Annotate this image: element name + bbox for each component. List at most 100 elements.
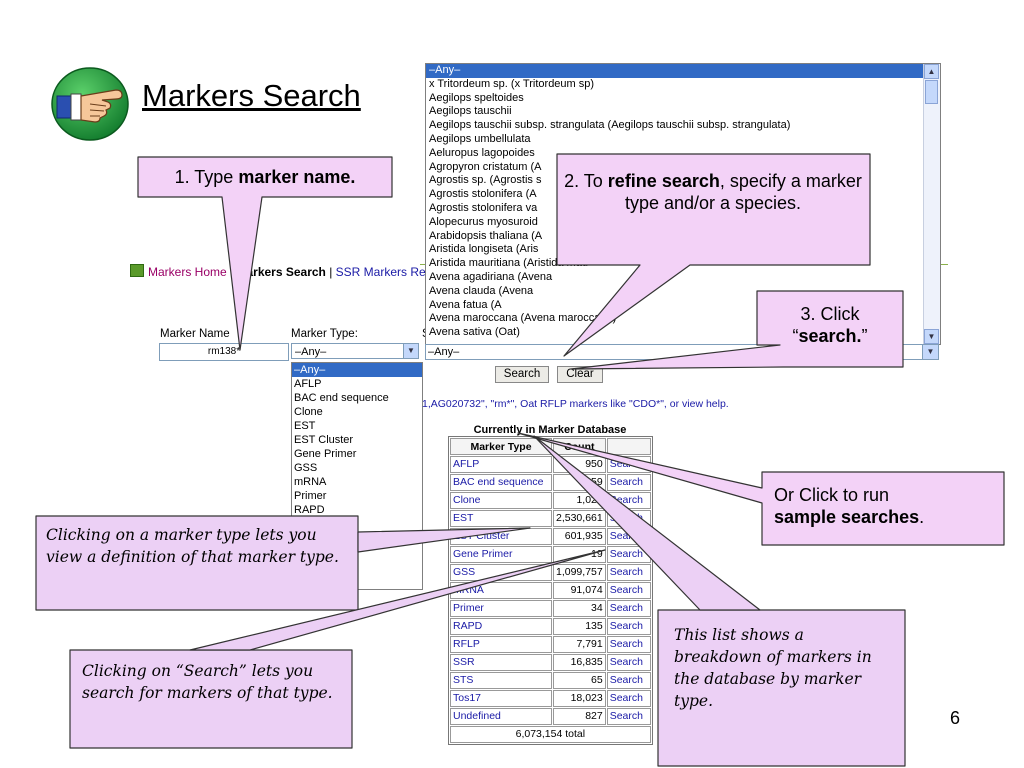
callout-5-text: Clicking on a marker type lets you view … — [46, 526, 339, 566]
marker-count: 827 — [553, 708, 606, 725]
row-search-link[interactable]: Search — [606, 708, 651, 725]
row-search-link[interactable]: Search — [606, 636, 651, 653]
marker-type-link[interactable]: Gene Primer — [450, 546, 552, 563]
marker-type-option[interactable]: AFLP — [294, 378, 322, 390]
example-searches-text[interactable]: 1,AG020732", "rm*", Oat RFLP markers lik… — [422, 398, 729, 410]
row-search-link[interactable]: Search — [606, 456, 651, 473]
marker-count: 91,074 — [553, 582, 606, 599]
species-option[interactable]: Avena sativa (Oat) — [429, 326, 520, 339]
marker-count: 1,026 — [553, 492, 606, 509]
species-option[interactable]: Agropyron cristatum (A — [429, 160, 542, 173]
row-search-link[interactable]: Search — [606, 582, 651, 599]
species-option[interactable]: Aristida longiseta (Aris — [429, 243, 539, 256]
scroll-thumb[interactable] — [925, 80, 938, 104]
marker-count: 16,835 — [553, 654, 606, 671]
species-option[interactable]: x Tritordeum sp. (x Tritordeum sp) — [429, 77, 595, 90]
search-button[interactable]: Search — [495, 366, 549, 383]
species-option[interactable]: Aegilops umbellulata — [429, 132, 531, 145]
species-option[interactable]: Aeluropus lagopoides — [429, 146, 535, 159]
scroll-down-icon[interactable]: ▼ — [924, 329, 939, 344]
row-search-link[interactable]: Search — [606, 546, 651, 563]
species-option[interactable]: Aegilops tauschii subsp. strangulata (Ae… — [429, 119, 791, 132]
row-search-link[interactable]: Search — [606, 510, 651, 527]
col-header-action — [606, 438, 651, 455]
marker-type-select[interactable]: –Any– ▼ — [291, 343, 419, 359]
pointing-hand-icon — [51, 67, 129, 141]
marker-type-option[interactable]: BAC end sequence — [294, 392, 389, 404]
marker-type-option[interactable]: Primer — [294, 490, 327, 502]
species-option[interactable]: Avena agadiriana (Avena — [429, 270, 553, 283]
marker-type-link[interactable]: RFLP — [450, 636, 552, 653]
row-search-link[interactable]: Search — [606, 690, 651, 707]
clear-button[interactable]: Clear — [557, 366, 603, 383]
chevron-down-icon[interactable]: ▼ — [403, 344, 418, 358]
marker-count: 959 — [553, 474, 606, 491]
row-search-link[interactable]: Search — [606, 474, 651, 491]
species-option[interactable]: Alopecurus myosuroid — [429, 215, 538, 228]
callout-7-text: This list shows a breakdown of markers i… — [674, 626, 872, 710]
row-search-link[interactable]: Search — [606, 672, 651, 689]
chevron-down-icon[interactable]: ▼ — [922, 345, 938, 359]
marker-type-link[interactable]: EST Cluster — [450, 528, 552, 545]
species-scrollbar[interactable]: ▲ ▼ — [923, 64, 940, 344]
species-option[interactable]: Arabidopsis thaliana (A — [429, 229, 543, 242]
marker-type-link[interactable]: RAPD — [450, 618, 552, 635]
marker-type-link[interactable]: AFLP — [450, 456, 552, 473]
species-option[interactable]: Aegilops speltoides — [429, 91, 524, 104]
scroll-up-icon[interactable]: ▲ — [924, 64, 939, 79]
marker-type-option[interactable]: mRNA — [294, 476, 327, 488]
marker-type-link[interactable]: GSS — [450, 564, 552, 581]
marker-type-option[interactable]: Gene Primer — [294, 448, 357, 460]
marker-type-option[interactable]: Clone — [294, 406, 323, 418]
species-option[interactable]: Agrostis stolonifera va — [429, 201, 538, 214]
row-search-link[interactable]: Search — [606, 528, 651, 545]
species-option[interactable]: Avena fatua (A — [429, 298, 502, 311]
marker-type-link[interactable]: BAC end sequence — [450, 474, 552, 491]
marker-type-link[interactable]: EST — [450, 510, 552, 527]
marker-type-link[interactable]: Undefined — [450, 708, 552, 725]
row-search-link[interactable]: Search — [606, 492, 651, 509]
marker-type-option[interactable]: EST Cluster — [294, 434, 354, 446]
marker-count: 7,791 — [553, 636, 606, 653]
marker-count: 34 — [553, 600, 606, 617]
nav-link-home[interactable]: Markers Home — [148, 265, 227, 279]
leaf-icon — [130, 264, 144, 277]
marker-count: 1,099,757 — [553, 564, 606, 581]
marker-count: 601,935 — [553, 528, 606, 545]
marker-type-option[interactable]: EST — [294, 420, 316, 432]
marker-type-option[interactable]: –Any– — [292, 363, 422, 377]
marker-count: 65 — [553, 672, 606, 689]
row-search-link[interactable]: Search — [606, 600, 651, 617]
marker-name-label: Marker Name — [160, 328, 230, 340]
marker-type-link[interactable]: Clone — [450, 492, 552, 509]
marker-type-label: Marker Type: — [291, 328, 358, 340]
marker-name-input[interactable] — [159, 343, 289, 361]
table-total-row: 6,073,154 total — [450, 726, 651, 743]
marker-type-option[interactable]: RAPD — [294, 504, 325, 516]
marker-type-link[interactable]: STS — [450, 672, 552, 689]
row-search-link[interactable]: Search — [606, 618, 651, 635]
species-option[interactable]: Avena clauda (Avena — [429, 284, 534, 297]
marker-type-option[interactable]: GSS — [294, 462, 318, 474]
nav-link-resources[interactable]: SSR Markers Reso — [335, 265, 439, 279]
species-option[interactable]: Aristida mauritiana (Aristida mau — [429, 257, 588, 270]
marker-count: 19 — [553, 546, 606, 563]
callout-6-text: Clicking on “Search” lets you search for… — [82, 662, 333, 702]
species-option[interactable]: Agrostis sp. (Agrostis s — [429, 174, 542, 187]
species-option[interactable]: –Any– — [426, 64, 940, 78]
marker-type-link[interactable]: Primer — [450, 600, 552, 617]
marker-type-link[interactable]: SSR — [450, 654, 552, 671]
row-search-link[interactable]: Search — [606, 654, 651, 671]
row-search-link[interactable]: Search — [606, 564, 651, 581]
marker-type-link[interactable]: mRNA — [450, 582, 552, 599]
species-option[interactable]: Aegilops tauschii — [429, 105, 512, 118]
species-option[interactable]: Agrostis stolonifera (A — [429, 188, 537, 201]
marker-type-link[interactable]: Tos17 — [450, 690, 552, 707]
